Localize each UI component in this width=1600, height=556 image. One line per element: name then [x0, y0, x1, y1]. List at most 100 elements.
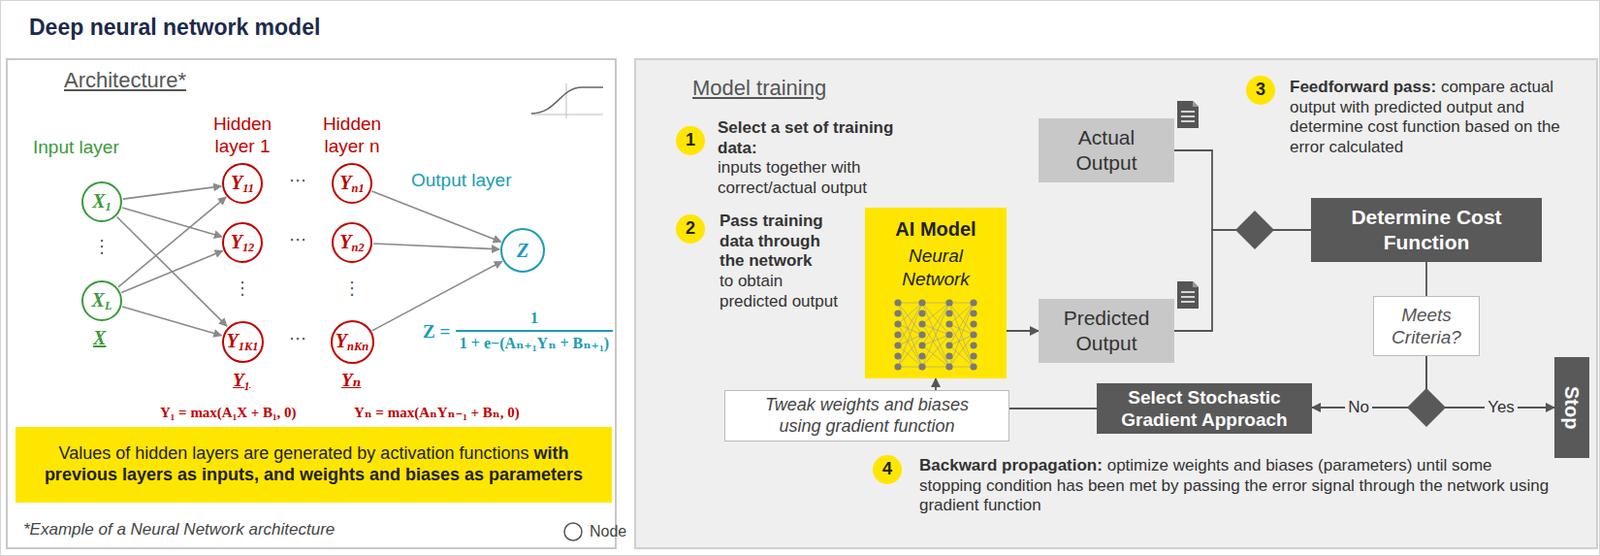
network-dot: [918, 330, 926, 338]
text-wrap: Select Stochastic Gradient Approach: [1110, 385, 1299, 431]
label-text: ⋯: [288, 170, 307, 191]
legend-circle: [564, 522, 582, 541]
text-group: 1: [675, 126, 705, 156]
text-group: Input layer: [32, 135, 120, 159]
network-dot: [945, 309, 953, 317]
node-label: Values of hidden layers are generated by…: [58, 443, 529, 463]
text-group: Backward propagation:optimize weights an…: [919, 455, 1550, 516]
node-label: Yn2: [339, 231, 364, 255]
network-dot: [918, 352, 926, 359]
text-group: 11 + e−(Aₙ₊₁Yₙ + Bₙ₊₁): [455, 308, 613, 352]
network-dot: [969, 330, 977, 338]
model-box: AI ModelNeural Network: [864, 207, 1007, 379]
network-link: [949, 302, 974, 367]
text-group: Z =: [422, 320, 450, 343]
text-group: Y₁ = max(A₁X + B₁, 0): [160, 403, 297, 421]
text-group: Yₙ = max(AₙYₙ₋₁ + Bₙ, 0): [353, 403, 520, 421]
node-label: Stop: [1560, 385, 1584, 429]
node-label: X1: [92, 191, 112, 214]
network-dot: [918, 320, 926, 327]
node-label: Select Stochastic Gradient Approach: [1110, 385, 1299, 431]
stop-box: Stop: [1554, 356, 1590, 458]
label-text: ⋯: [288, 229, 307, 250]
network-link: [922, 302, 950, 367]
text-group: Pass training data through the networkto…: [719, 211, 844, 313]
label-text: Y₁: [232, 369, 251, 390]
document-icon: [1177, 100, 1199, 128]
label-text: Output layer: [411, 169, 512, 191]
data-box: Predicted Output: [1038, 298, 1175, 363]
text-group: ⋮: [232, 278, 253, 300]
text-group: 3: [1246, 75, 1276, 105]
network-link: [922, 345, 950, 367]
decision-diamond: [1407, 387, 1446, 427]
label-text: ⋮: [343, 278, 361, 298]
process-box: Determine Cost Function: [1311, 197, 1542, 262]
label-text: Input layer: [32, 136, 120, 158]
text-wrap: Tweak weights and biases using gradient …: [748, 394, 986, 438]
connector: [118, 196, 226, 288]
network-link: [897, 302, 923, 324]
network-link: [922, 302, 950, 335]
label-text: Z =: [422, 320, 450, 342]
label-text: ⋮: [93, 236, 111, 256]
network-link: [897, 302, 923, 335]
network-dot: [969, 341, 977, 349]
label-text: Backward propagation:: [919, 455, 1103, 475]
label-text: X: [93, 326, 106, 349]
node-label: YnKn: [335, 330, 369, 353]
text-wrap: Determine Cost Function: [1330, 204, 1523, 255]
network-link: [897, 323, 923, 367]
network-link: [897, 334, 923, 367]
network-link: [949, 323, 974, 367]
network-link: [922, 334, 950, 367]
network-link: [922, 366, 950, 368]
node-label: Determine Cost Function: [1330, 204, 1523, 255]
document-icon: [1177, 281, 1199, 309]
label-text: ⋯: [288, 328, 307, 349]
network-link: [922, 302, 950, 304]
sigmoid-chart: [531, 83, 604, 119]
connector: [123, 186, 222, 199]
network-dot: [969, 352, 977, 359]
hidden-node: Y11: [222, 162, 263, 204]
network-link: [949, 366, 974, 368]
connector: [373, 243, 500, 250]
connector: [372, 260, 503, 331]
data-box: Actual Output: [1038, 118, 1175, 183]
text-group: 4: [872, 454, 902, 484]
network-link: [922, 323, 950, 335]
callout-number: 4: [872, 454, 902, 484]
label-text: Yₙ = max(AₙYₙ₋₁ + Bₙ, 0): [353, 404, 520, 420]
hidden-node: Yn1: [331, 162, 373, 204]
network-dot: [918, 298, 926, 306]
label-text: Feedforward pass:: [1289, 77, 1437, 96]
architecture-panel: Architecture**Example of a Neural Networ…: [5, 58, 617, 549]
node-label: Actual Output: [1046, 125, 1167, 175]
network-dot: [945, 362, 953, 370]
network-dot: [969, 320, 977, 327]
network-link: [949, 345, 974, 367]
connector: [121, 250, 223, 292]
text-wrap: AI ModelNeural Network: [892, 217, 980, 290]
network-link: [897, 302, 923, 304]
network-dot: [894, 362, 901, 370]
network-dot: [969, 362, 977, 370]
label-text: Y₁ = max(A₁X + B₁, 0): [160, 404, 297, 420]
panel-heading: Model training: [692, 75, 827, 102]
node-label: Yn1: [339, 172, 364, 195]
network-dot: [918, 362, 926, 370]
network-link: [949, 323, 974, 335]
label-text: 1 + e−(Aₙ₊₁Yₙ + Bₙ₊₁): [455, 329, 613, 353]
text-group: Output layer: [411, 168, 512, 192]
legend-item: Node: [561, 519, 627, 544]
node-label: Y1K1: [226, 330, 259, 353]
network-dot: [894, 341, 901, 349]
text-group: Feedforward pass:compare actual output w…: [1289, 77, 1586, 159]
network-link: [897, 366, 923, 368]
network-dot: [894, 320, 901, 327]
hidden-node: Yn2: [331, 222, 373, 263]
network-dot: [918, 341, 926, 349]
